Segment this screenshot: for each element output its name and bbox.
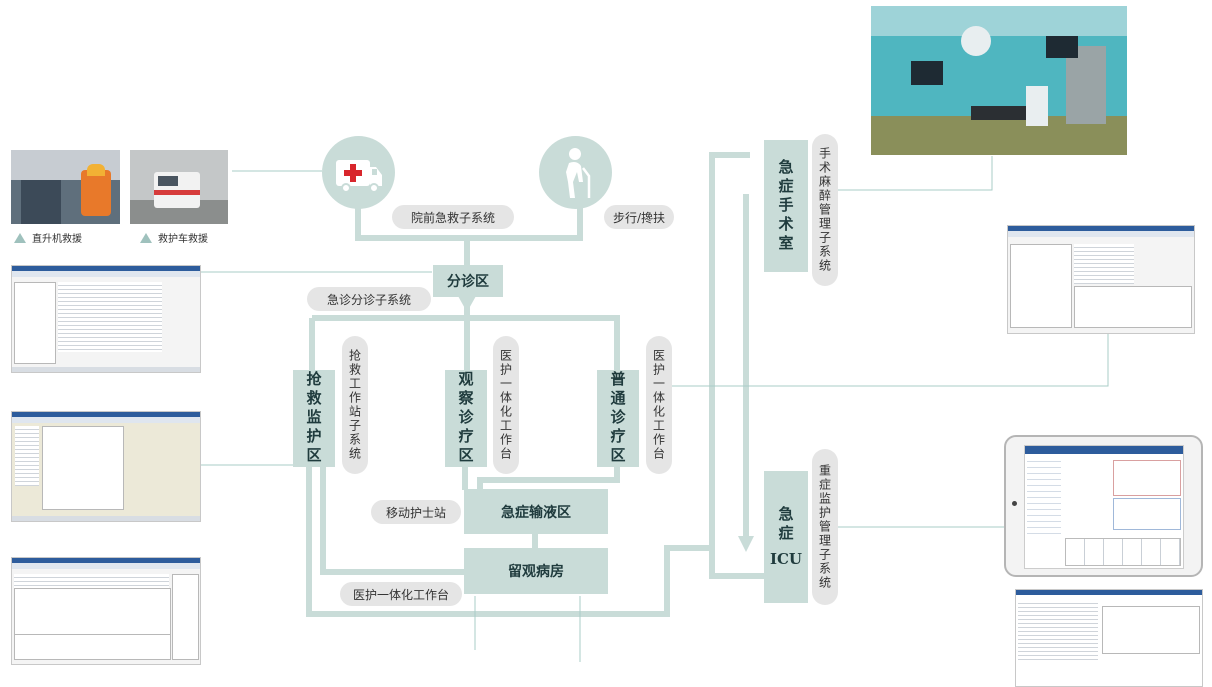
helicopter-caption: 直升机救援 (14, 230, 82, 245)
ambulance-circle (322, 136, 395, 209)
prehospital-subsystem-label: 院前急救子系统 (392, 205, 514, 229)
ward-workbench-label: 医护一体化工作台 (340, 582, 462, 606)
anesthesia-software-screenshot (1007, 225, 1195, 334)
infusion-area-node: 急症输液区 (464, 489, 608, 534)
rescue-workstation-subsystem-label: 抢救工作站子系统 (342, 336, 368, 474)
ambulance-caption-text: 救护车救援 (158, 234, 208, 245)
elderly-walking-icon (566, 148, 591, 198)
triage-subsystem-label: 急诊分诊子系统 (307, 287, 431, 311)
nursing-workbench-screenshot (11, 557, 201, 665)
emergency-icu-node: 急症 ICU (764, 471, 808, 603)
ambulance-caption: 救护车救援 (140, 230, 208, 245)
observation-ward-node: 留观病房 (464, 548, 608, 594)
ambulance-icon (336, 160, 382, 193)
rescue-monitoring-area-node: 抢救监护区 (293, 370, 335, 467)
walkin-circle (539, 136, 612, 209)
triage-area-node: 分诊区 (433, 265, 503, 297)
triage-software-screenshot (11, 265, 201, 373)
helicopter-caption-text: 直升机救援 (32, 234, 82, 245)
icu-tablet (1004, 435, 1203, 577)
icu-node-bottom: ICU (769, 550, 803, 568)
triangle-icon (140, 232, 152, 243)
walkin-label: 步行/搀扶 (604, 205, 674, 229)
icu-record-screenshot (1015, 589, 1203, 687)
mobile-nurse-station-label: 移动护士站 (371, 500, 461, 524)
tablet-home-button (1012, 501, 1017, 506)
triangle-icon (14, 232, 26, 243)
emergency-surgery-node: 急症手术室 (764, 140, 808, 272)
anesthesia-subsystem-label: 手术麻醉管理子系统 (812, 134, 838, 286)
rescue-workstation-screenshot (11, 411, 201, 522)
icu-node-top: 急症 (776, 506, 795, 544)
observation-workbench-label: 医护一体化工作台 (493, 336, 519, 474)
operating-room-photo (871, 6, 1127, 155)
general-workbench-label: 医护一体化工作台 (646, 336, 672, 474)
general-clinic-area-node: 普通诊疗区 (597, 370, 639, 467)
ambulance-rescue-photo (130, 150, 228, 224)
icu-subsystem-label: 重症监护管理子系统 (812, 449, 838, 605)
observation-area-node: 观察诊疗区 (445, 370, 487, 467)
helicopter-rescue-photo (11, 150, 120, 224)
